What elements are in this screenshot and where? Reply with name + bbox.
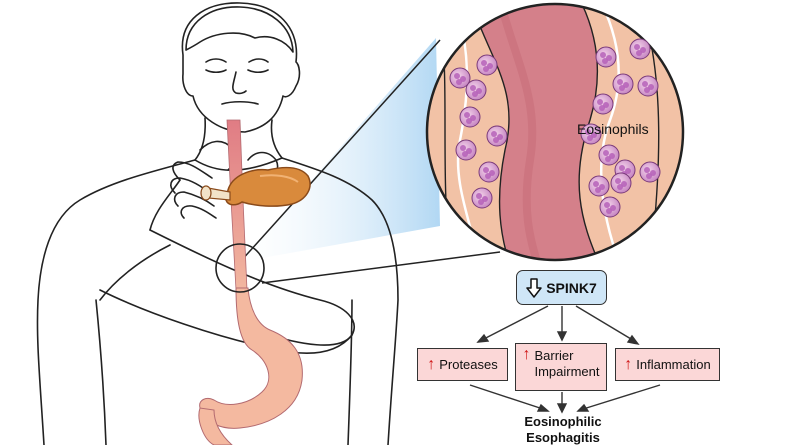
eosinophil-cell [595,46,617,68]
inflammation-box: ↑ Inflammation [615,348,720,381]
eosinophil-cell [598,144,620,166]
outcome-label: Eosinophilic Esophagitis [505,414,621,446]
eosinophil-cell [580,123,602,145]
eosinophil-cell [465,79,487,101]
person-outline [36,2,399,445]
barrier-label: Barrier [534,348,574,363]
eosinophil-cell [449,67,471,89]
eosinophil-cell [476,54,498,76]
outcome-line2: Esophagitis [526,430,600,445]
proteases-label: Proteases [439,357,498,372]
outcome-line1: Eosinophilic [524,414,602,429]
eosinophil-cell [592,93,614,115]
eosinophil-cell [610,172,632,194]
eosinophil-cell [599,196,621,218]
eosinophil-cell [459,106,481,128]
magnified-tissue-view [427,4,683,260]
impairment-label: Impairment [534,364,600,379]
up-arrow-icon: ↑ [624,355,633,373]
down-arrow-icon [526,277,542,298]
chicken-leg-icon [200,166,311,207]
eosinophil-cell [612,73,634,95]
inflammation-label: Inflammation [636,357,711,372]
eosinophil-cell [629,38,651,60]
pathway-arrows [469,305,661,414]
barrier-impairment-box: ↑ Barrier Impairment [515,343,607,391]
eosinophil-cell [486,125,508,147]
up-arrow-icon: ↑ [427,355,436,373]
eosinophil-cell [588,175,610,197]
eosinophil-cell [471,187,493,209]
beam-edge-bottom [261,251,501,284]
spink7-box: SPINK7 [516,270,607,305]
eosinophil-cell [478,161,500,183]
magnified-view-border [425,2,685,262]
beam-edge-top [239,39,441,263]
proteases-box: ↑ Proteases [417,348,508,381]
stomach [199,287,303,429]
magnified-region-marker [215,243,265,293]
eosinophil-cell [455,139,477,161]
spink7-label: SPINK7 [546,279,597,296]
eosinophil-cell [639,161,661,183]
eosinophil-cell [637,75,659,97]
eosinophils-label: Eosinophils [577,121,649,137]
up-arrow-icon: ↑ [522,346,531,363]
eosinophil-cells [449,38,661,218]
